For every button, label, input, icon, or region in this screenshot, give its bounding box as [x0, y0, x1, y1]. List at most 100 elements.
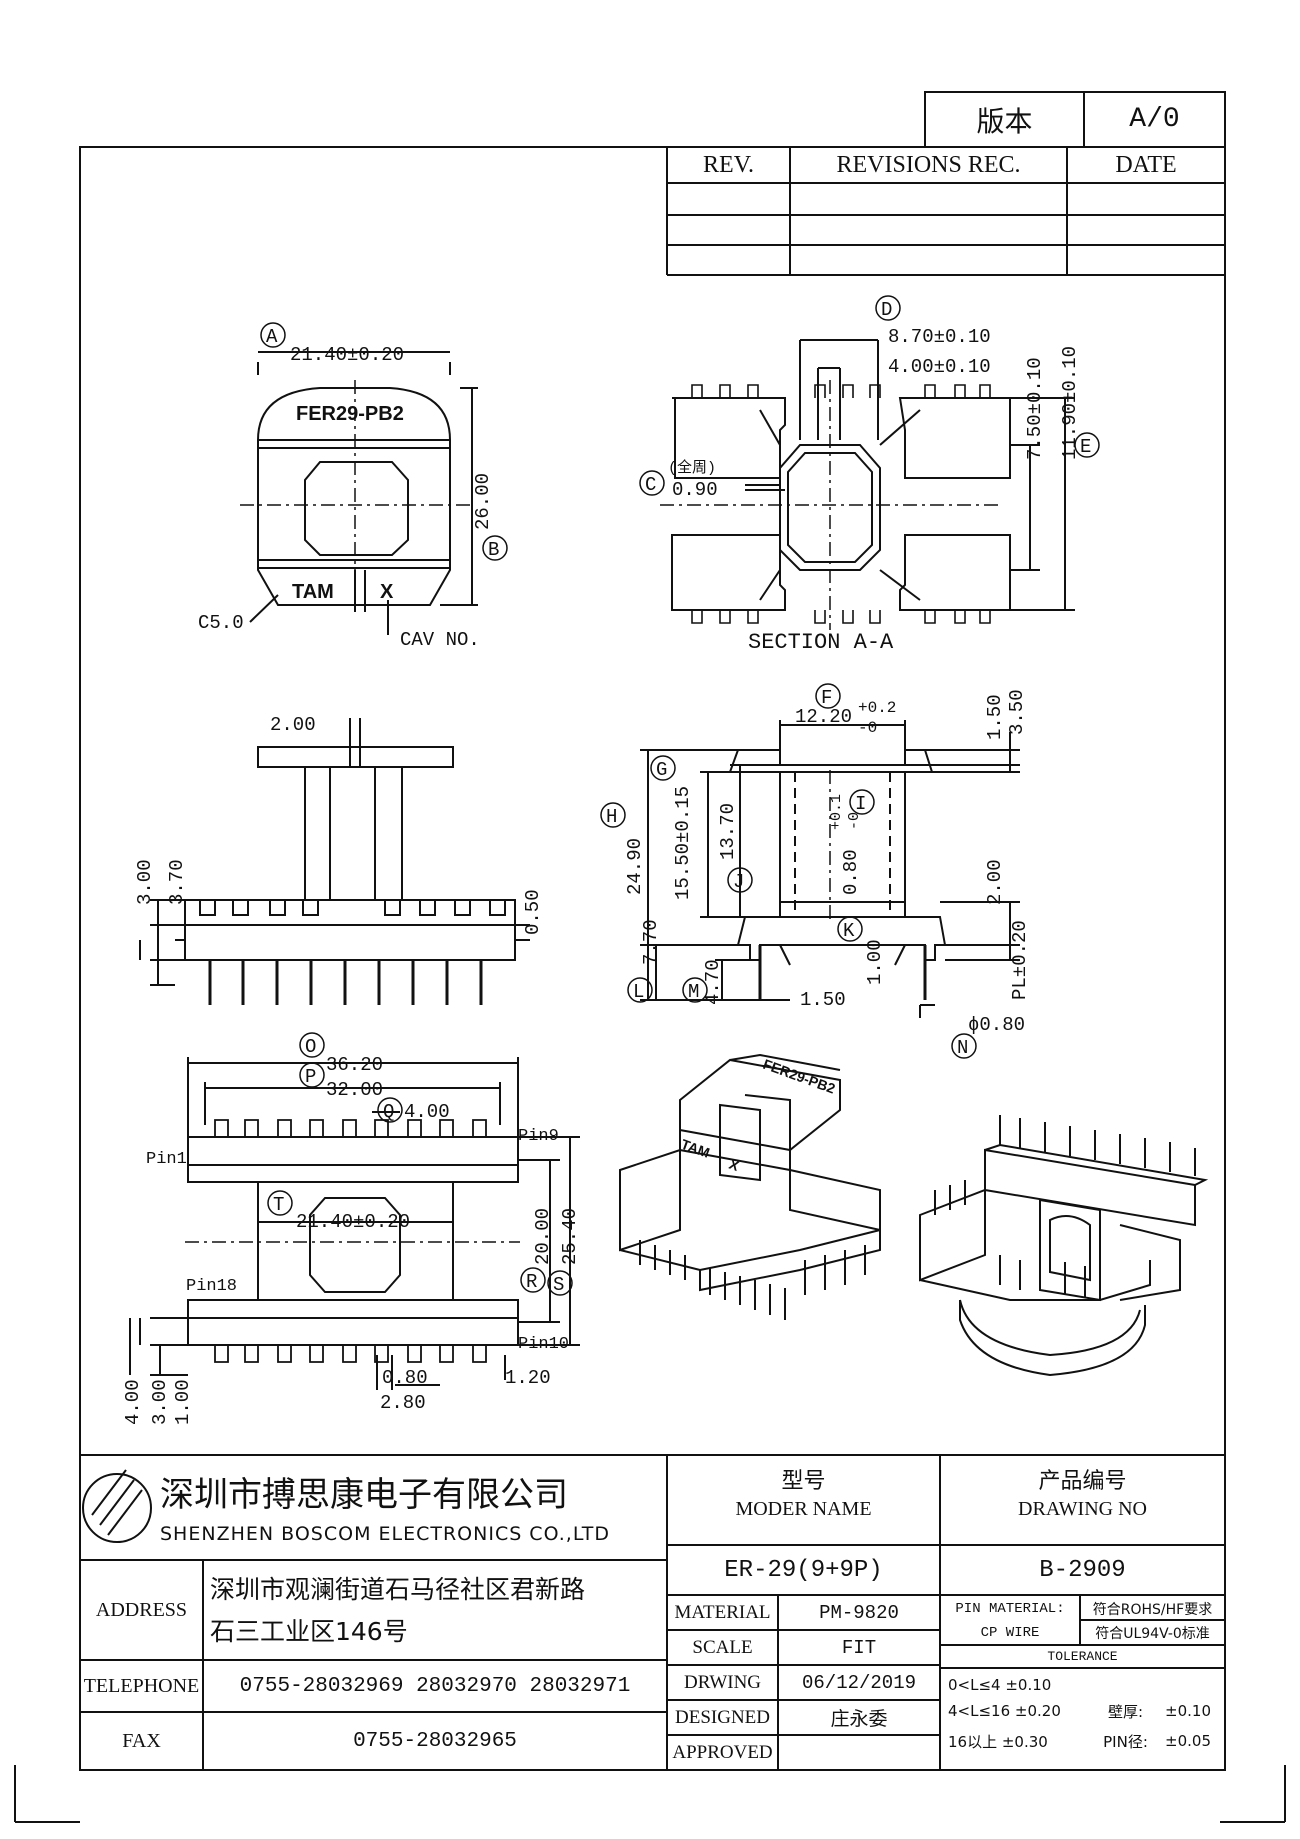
section-pins-top [691, 384, 991, 624]
model-label-en: MODER NAME [735, 1497, 872, 1520]
ref-circle-g [650, 755, 676, 781]
dim-f: 12.20 [795, 706, 852, 728]
company-name-en: SHENZHEN BOSCOM ELECTRONICS CO.,LTD [160, 1523, 611, 1545]
pin-dia-label: PIN径: [1103, 1732, 1148, 1751]
ref-circle-i [849, 789, 875, 815]
ref-circle-r [520, 1267, 546, 1293]
iso-marking-tam: TAM [679, 1136, 712, 1161]
dim-e2: 11.90±0.10 [1059, 346, 1081, 460]
dim-r2: 3.50 [1006, 689, 1028, 735]
rev-header: REV. [703, 151, 754, 178]
ul-note: 符合UL94V-0标准 [1095, 1626, 1210, 1642]
dim-r: 20.00 [532, 1208, 554, 1265]
ref-circle-d [875, 295, 901, 321]
tolerance-line1: 0<L≤4 ±0.10 [948, 1676, 1052, 1694]
pin-material-value: CP WIRE [980, 1625, 1040, 1641]
ref-circle-f [815, 683, 841, 709]
fax-label: FAX [122, 1729, 161, 1752]
drwing-label: DRWING [683, 1671, 762, 1693]
dim-h: 24.90 [624, 838, 646, 895]
wall-label: 壁厚: [1107, 1702, 1144, 1721]
scale-label: SCALE [692, 1636, 753, 1658]
title-block-grid [80, 1454, 1225, 1770]
dim-p: 32.00 [326, 1079, 383, 1101]
ref-label-t: T [273, 1194, 284, 1216]
dim-top-width: 21.40±0.20 [290, 344, 404, 366]
telephone-value: 0755-28032969 28032970 28032971 [239, 1674, 631, 1698]
dim-l2: 3.00 [149, 1379, 171, 1425]
bottom-pins [214, 1119, 487, 1363]
ref-label-k: K [843, 920, 855, 942]
dim-b1: 0.80 [382, 1367, 428, 1389]
pin10-label: Pin10 [518, 1335, 569, 1354]
dim-i-length: 13.70 [717, 803, 739, 860]
ref-circle-j [727, 867, 753, 893]
dim-front-left1: 3.00 [134, 859, 156, 905]
ref-circle-s [547, 1270, 573, 1296]
dim-front-right: 0.50 [522, 889, 544, 935]
dim-j: 2.00 [984, 859, 1006, 905]
pin-material-label: PIN MATERIAL: [955, 1601, 1065, 1617]
dim-t: 21.40±0.20 [296, 1211, 410, 1233]
dim-pl: PL±0.20 [1009, 920, 1031, 1000]
designed-label: DESIGNED [675, 1706, 770, 1728]
drawing-value: B-2909 [1039, 1556, 1126, 1584]
ref-label-i: I [855, 793, 866, 815]
top-marking: FER29-PB2 [296, 403, 404, 425]
dim-r1: 1.50 [984, 694, 1006, 740]
dim-l1: 4.00 [122, 1379, 144, 1425]
designed-value: 庄永委 [830, 1708, 888, 1730]
ref-circle-m [682, 977, 708, 1003]
scale-value: FIT [841, 1636, 877, 1659]
ref-label-q: Q [383, 1101, 394, 1123]
dim-e1: 7.50±0.10 [1024, 357, 1046, 460]
material-label: MATERIAL [674, 1601, 771, 1623]
section-view-drawing [660, 339, 1075, 630]
dim-d1: 8.70±0.10 [888, 326, 991, 348]
company-name-cn: 深圳市搏思康电子有限公司 [160, 1474, 568, 1515]
iso-view-2 [919, 1115, 1209, 1377]
c-note: (全周) [668, 458, 716, 477]
iso-view-1 [619, 1053, 881, 1320]
wall-value: ±0.10 [1165, 1702, 1211, 1720]
drawing-label-cn: 产品编号 [1038, 1469, 1127, 1494]
ref-circle-p [299, 1062, 325, 1088]
chamfer-note: C5.0 [198, 612, 244, 634]
pin-dia-value: ±0.05 [1165, 1732, 1211, 1750]
ref-circle-a [260, 322, 286, 348]
iso-marking-top: FER29-PB2 [761, 1056, 838, 1097]
dim-f-tol-plus: +0.2 [858, 699, 896, 717]
ref-label-c: C [645, 474, 656, 496]
ref-circle-n [951, 1033, 977, 1059]
ref-circle-h [600, 802, 626, 828]
dim-s: 25.40 [559, 1208, 581, 1265]
rohs-note: 符合ROHS/HF要求 [1092, 1602, 1213, 1618]
ref-label-f: F [821, 687, 832, 709]
ref-label-n: N [957, 1037, 968, 1059]
ref-circle-o [299, 1032, 325, 1058]
ref-label-r: R [526, 1271, 537, 1293]
dim-d2: 4.00±0.10 [888, 356, 991, 378]
ref-circle-l [627, 977, 653, 1003]
pin18-label: Pin18 [186, 1277, 237, 1296]
ref-circle-k [837, 916, 863, 942]
bottom-view-drawing [129, 1057, 580, 1390]
version-value: A/0 [1129, 104, 1180, 135]
model-label-cn: 型号 [781, 1469, 826, 1494]
tolerance-line2: 4<L≤16 ±0.20 [948, 1702, 1061, 1720]
revisions-rec-header: REVISIONS REC. [836, 151, 1021, 178]
dim-c: 0.90 [672, 479, 718, 501]
ref-circle-b [482, 535, 508, 561]
tolerance-line3: 16以上 ±0.30 [948, 1732, 1048, 1751]
ref-label-h: H [606, 806, 617, 828]
ref-label-e: E [1080, 436, 1091, 458]
ref-label-g: G [656, 759, 667, 781]
ref-label-b: B [488, 539, 499, 561]
dim-l3: 1.00 [172, 1379, 194, 1425]
drwing-value: 06/12/2019 [801, 1671, 917, 1694]
ref-label-l: L [633, 981, 644, 1003]
cav-note: CAV NO. [400, 629, 480, 651]
dim-g: 15.50±0.15 [672, 786, 694, 900]
